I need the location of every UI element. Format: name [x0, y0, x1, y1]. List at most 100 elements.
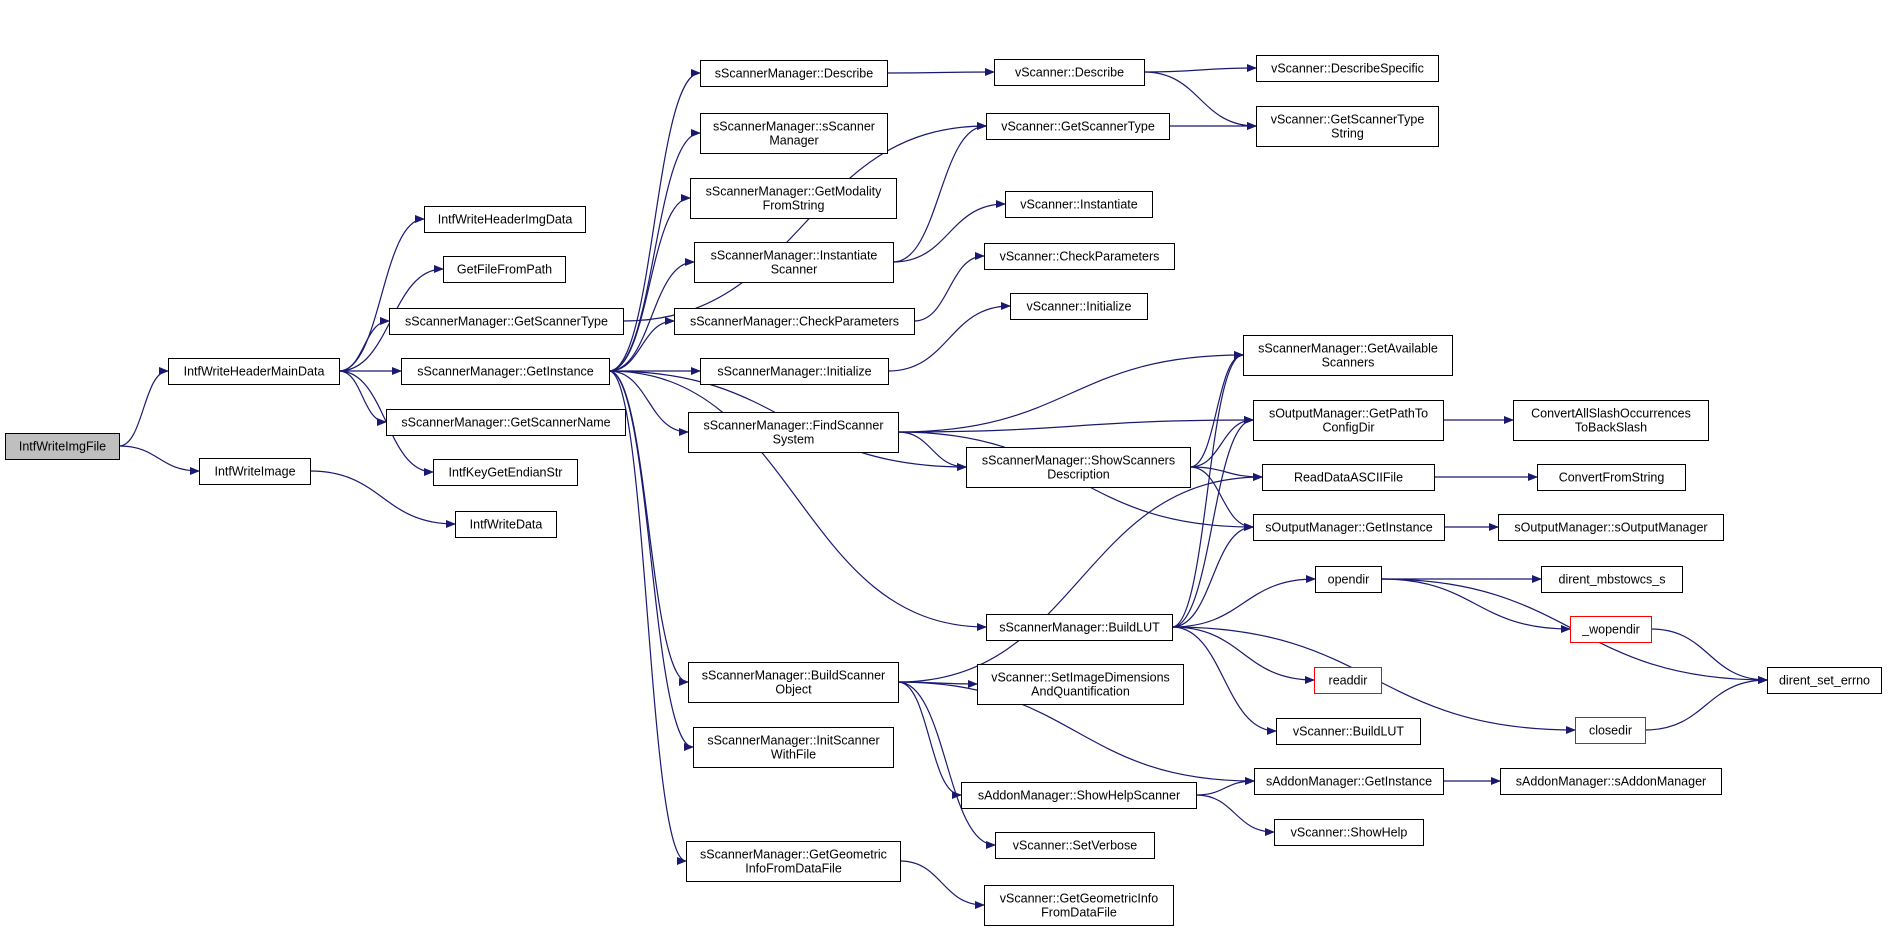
edge-smgr-inst-to-smgr-lut [608, 370, 987, 631]
node-box [389, 308, 624, 335]
node-vs-init[interactable]: vScanner::Initialize [1010, 293, 1148, 320]
node-label: Manager [769, 134, 818, 148]
node-box [995, 832, 1155, 859]
node-add-showhelp[interactable]: sAddonManager::ShowHelpScanner [961, 782, 1197, 809]
node-label: Description [1047, 468, 1110, 482]
node-label: sScannerManager::GetModality [706, 185, 883, 199]
node-label: vScanner::CheckParameters [1000, 250, 1160, 264]
node-wopendir[interactable]: _wopendir [1570, 616, 1652, 643]
edge-smgr-lut-to-out-path [1171, 416, 1254, 628]
node-box [694, 242, 894, 283]
edge-smgr-init-to-vs-init [887, 302, 1011, 372]
node-closedir[interactable]: closedir [1575, 717, 1646, 744]
node-label: sScannerManager::CheckParameters [690, 315, 899, 329]
node-convstr[interactable]: ConvertFromString [1537, 464, 1686, 491]
node-hmain[interactable]: IntfWriteHeaderMainData [168, 358, 340, 385]
node-dirent-mb[interactable]: dirent_mbstowcs_s [1541, 566, 1683, 593]
node-add-inst[interactable]: sAddonManager::GetInstance [1254, 768, 1444, 795]
node-label: IntfWriteHeaderMainData [184, 365, 325, 379]
node-label: vScanner::GetScannerType [1271, 113, 1425, 127]
edge-smgr-inst-to-smgr-check [608, 317, 675, 372]
node-smgr-ctor[interactable]: sScannerManager::sScannerManager [700, 113, 888, 154]
node-getfile[interactable]: GetFileFromPath [443, 256, 566, 283]
node-label: sOutputManager::sOutputManager [1514, 521, 1707, 535]
node-smgr-check[interactable]: sScannerManager::CheckParameters [674, 308, 915, 335]
edge-wopendir-to-errno [1650, 628, 1768, 684]
node-box [433, 459, 578, 486]
node-smgr-lut[interactable]: sScannerManager::BuildLUT [986, 614, 1173, 641]
node-label: sScannerManager::GetAvailable [1258, 342, 1438, 356]
node-smgr-init[interactable]: sScannerManager::Initialize [700, 358, 889, 385]
node-vs-setimg[interactable]: vScanner::SetImageDimensionsAndQuantific… [977, 664, 1184, 705]
edge-smgr-check-to-vs-check [913, 252, 985, 322]
node-label: sScannerManager::GetGeometric [700, 848, 887, 862]
node-vs-buildlut[interactable]: vScanner::BuildLUT [1276, 718, 1421, 745]
edge-add-showhelp-to-vs-showhelp [1195, 794, 1275, 836]
node-box [690, 178, 897, 219]
node-box [1570, 616, 1652, 643]
node-smgr-inst[interactable]: sScannerManager::GetInstance [401, 358, 610, 385]
node-smgr-type[interactable]: sScannerManager::GetScannerType [389, 308, 624, 335]
node-out-ctor[interactable]: sOutputManager::sOutputManager [1498, 514, 1724, 541]
node-vs-verbose[interactable]: vScanner::SetVerbose [995, 832, 1155, 859]
node-label: sScannerManager::BuildScanner [702, 669, 885, 683]
node-opendir[interactable]: opendir [1315, 566, 1382, 593]
node-label: WithFile [771, 748, 816, 762]
node-smgr-name[interactable]: sScannerManager::GetScannerName [386, 409, 626, 436]
node-label: vScanner::Describe [1015, 66, 1124, 80]
node-add-ctor[interactable]: sAddonManager::sAddonManager [1500, 768, 1722, 795]
node-box [688, 412, 899, 453]
node-smgr-desc[interactable]: sScannerManager::Describe [700, 60, 888, 87]
node-box [1253, 400, 1444, 441]
node-label: ToBackSlash [1575, 421, 1647, 435]
node-himg[interactable]: IntfWriteHeaderImgData [424, 206, 586, 233]
node-box [994, 59, 1145, 86]
node-out-inst[interactable]: sOutputManager::GetInstance [1253, 514, 1445, 541]
node-wimg[interactable]: IntfWriteImage [199, 458, 311, 485]
node-label: FromDataFile [1041, 906, 1117, 920]
node-endian[interactable]: IntfKeyGetEndianStr [433, 459, 578, 486]
node-readascii[interactable]: ReadDataASCIIFile [1262, 464, 1435, 491]
edge-hmain-to-smgr-type [338, 317, 390, 372]
edge-smgr-type-to-vs-gettype [622, 122, 987, 322]
node-readdir[interactable]: readdir [1314, 667, 1382, 694]
node-smgr-geom[interactable]: sScannerManager::GetGeometricInfoFromDat… [686, 841, 901, 882]
node-label: closedir [1589, 724, 1632, 738]
node-label: ReadDataASCIIFile [1294, 471, 1403, 485]
node-box [1767, 667, 1882, 694]
node-vs-descspec[interactable]: vScanner::DescribeSpecific [1256, 55, 1439, 82]
node-vs-gettype[interactable]: vScanner::GetScannerType [986, 113, 1170, 140]
node-errno[interactable]: dirent_set_errno [1767, 667, 1882, 694]
node-box [986, 113, 1170, 140]
node-box [1498, 514, 1724, 541]
node-vs-showhelp[interactable]: vScanner::ShowHelp [1274, 819, 1424, 846]
edge-smgr-lut-to-vs-buildlut [1171, 626, 1277, 735]
node-box [168, 358, 340, 385]
node-box [1314, 667, 1382, 694]
node-box [984, 243, 1175, 270]
node-vs-check[interactable]: vScanner::CheckParameters [984, 243, 1175, 270]
node-label: IntfWriteHeaderImgData [438, 213, 573, 227]
node-root[interactable]: IntfWriteImgFile [5, 433, 120, 460]
node-box [1256, 106, 1439, 147]
node-label: Scanner [771, 263, 818, 277]
node-wdata[interactable]: IntfWriteData [455, 511, 557, 538]
node-vs-inst[interactable]: vScanner::Instantiate [1005, 191, 1153, 218]
node-label: ConvertAllSlashOccurrences [1531, 407, 1691, 421]
edge-smgr-inst-to-smgr-initfile [608, 370, 694, 751]
edge-smgr-find-to-smgr-avail [897, 351, 1244, 433]
node-vs-desc[interactable]: vScanner::Describe [994, 59, 1145, 86]
node-label: sScannerManager::FindScanner [704, 419, 884, 433]
